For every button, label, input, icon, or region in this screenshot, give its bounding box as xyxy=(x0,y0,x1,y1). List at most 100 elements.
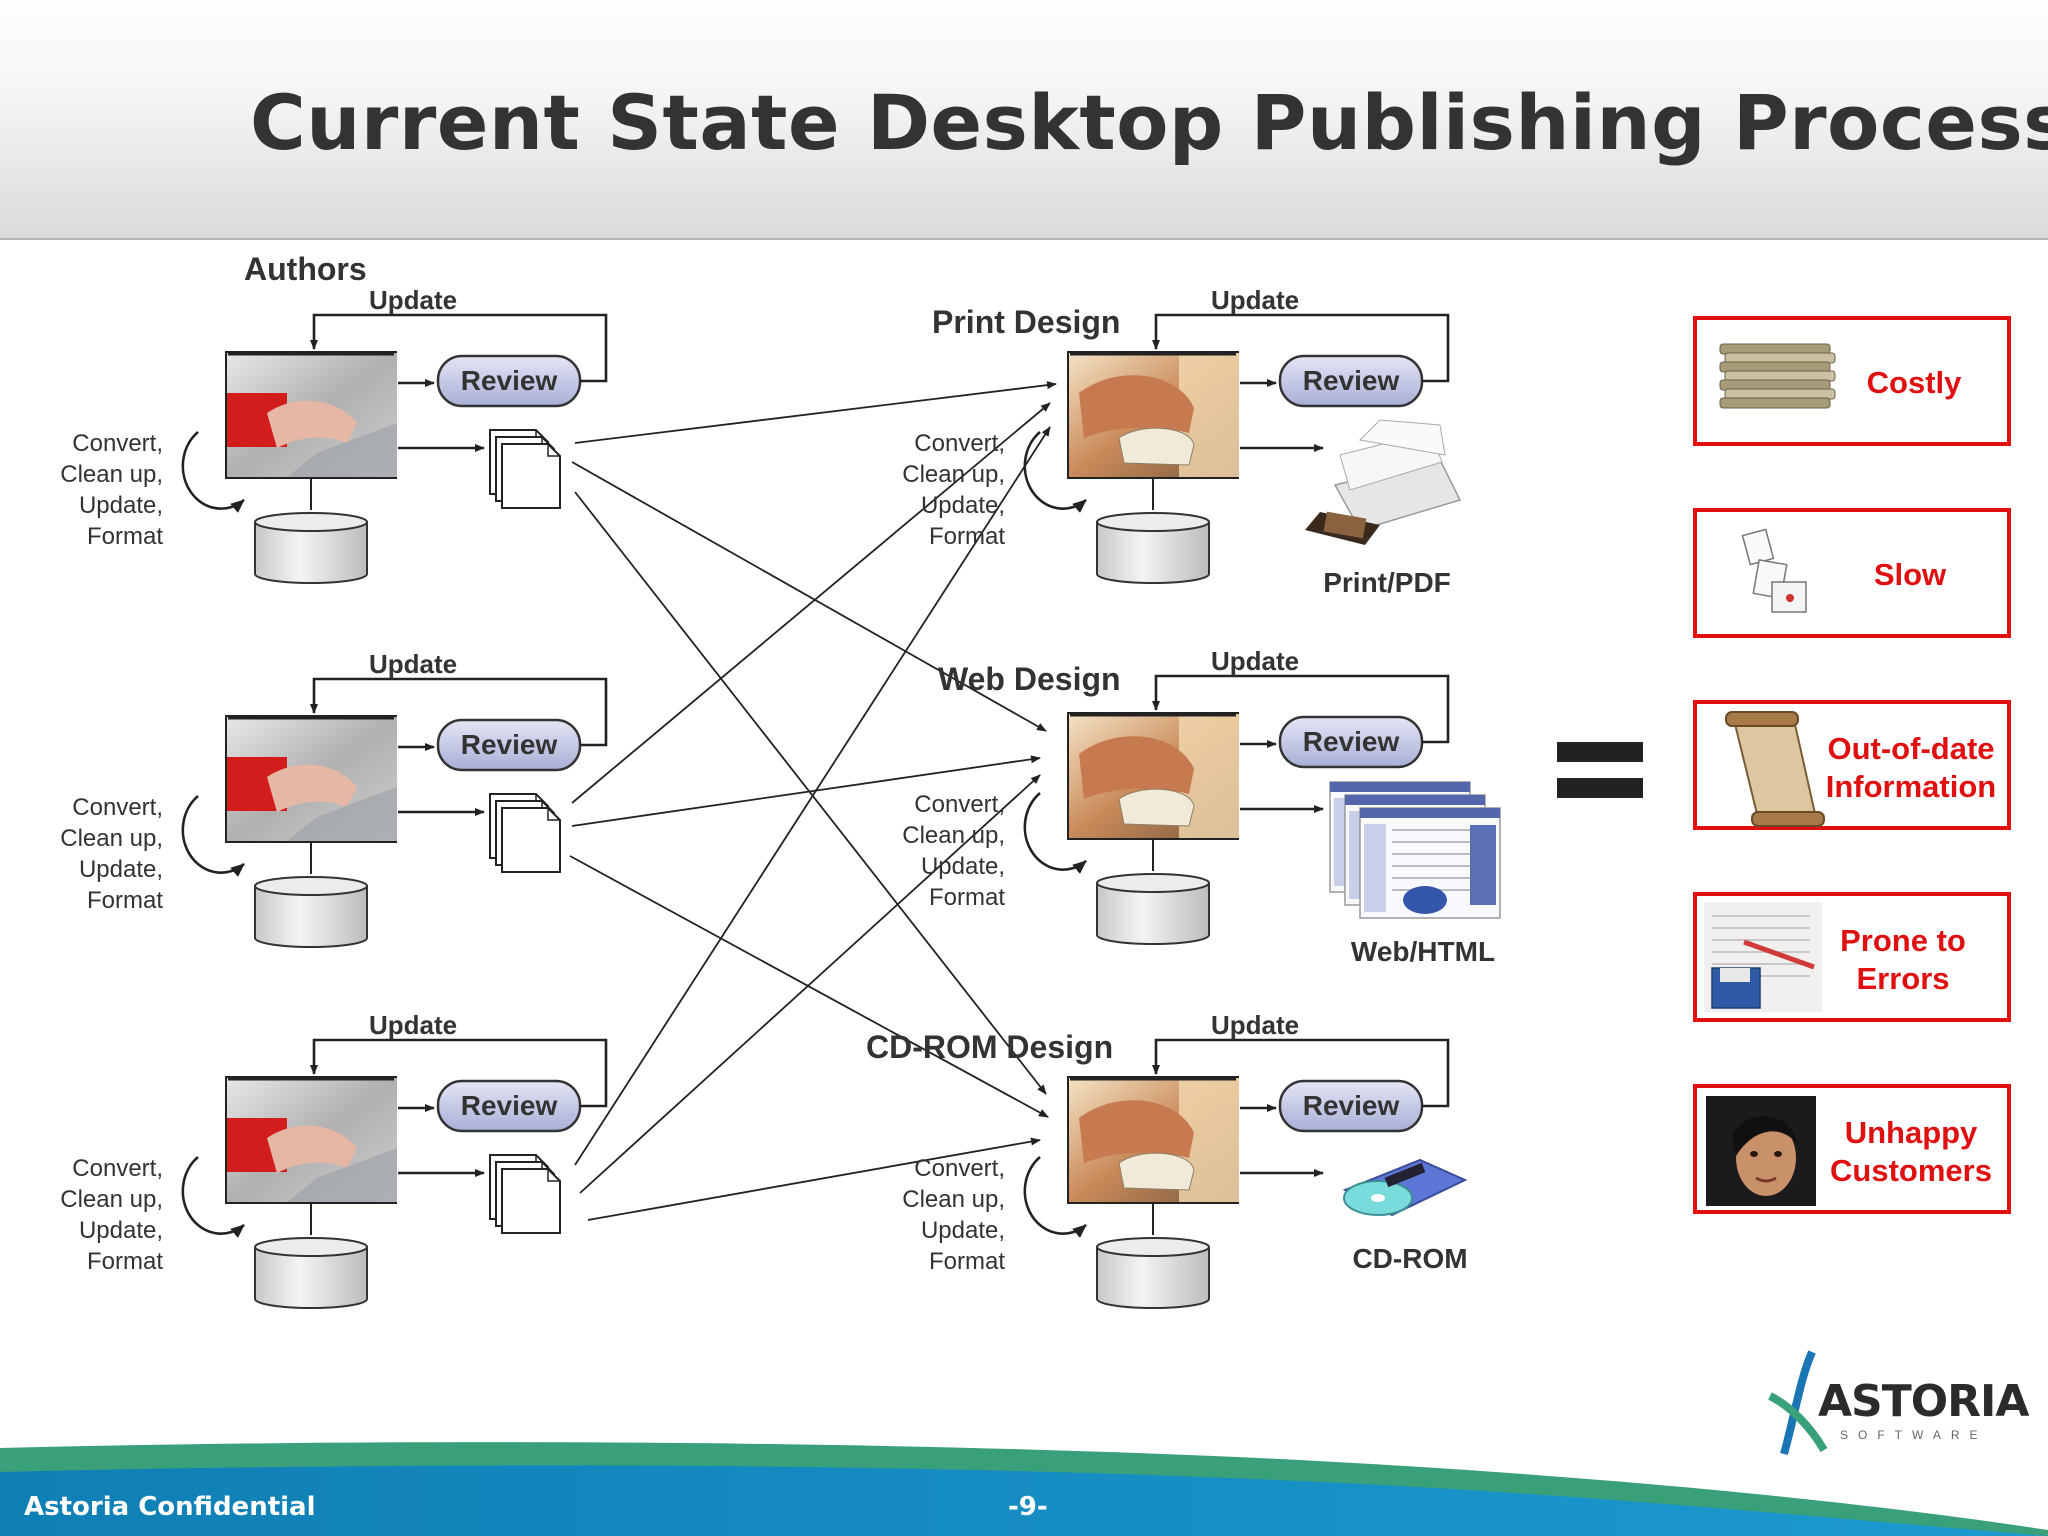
review-label: Review xyxy=(1303,1090,1400,1121)
update-loop xyxy=(310,1038,608,1108)
footer-confidential: Astoria Confidential xyxy=(24,1492,316,1522)
mouse-photo xyxy=(1069,1078,1239,1202)
design-unit: Convert,Clean up,Update,FormatReviewUpda… xyxy=(902,646,1450,945)
update-label: Update xyxy=(369,649,457,679)
database-icon xyxy=(254,512,368,584)
customer-icon xyxy=(1706,1096,1816,1206)
cycle-text: Update, xyxy=(921,1217,1005,1244)
cycle-text: Convert, xyxy=(914,430,1005,457)
cycle-text: Clean up, xyxy=(902,822,1005,849)
update-loop xyxy=(310,677,608,747)
flow-arrow xyxy=(587,1137,1041,1221)
update-loop xyxy=(310,313,608,383)
flow-arrow xyxy=(571,402,1051,804)
outcome-label: Prone to xyxy=(1840,923,1966,958)
cycle-text: Update, xyxy=(79,492,163,519)
cross-arrows xyxy=(569,381,1057,1221)
author-unit: Convert,Clean up,Update,FormatReviewUpda… xyxy=(60,285,608,584)
typing-photo xyxy=(227,717,397,841)
outcome-label: Information xyxy=(1826,769,1997,804)
outcome-label: Out-of-date xyxy=(1827,731,1994,766)
review-label: Review xyxy=(461,729,558,760)
typing-photo xyxy=(227,1078,397,1202)
monitor-icon xyxy=(1067,351,1239,479)
update-label: Update xyxy=(1211,1010,1299,1040)
documents-icon xyxy=(489,793,561,873)
outcome-label: Slow xyxy=(1874,557,1947,592)
design-label: Print Design xyxy=(932,304,1120,340)
logo-subtext: SOFTWARE xyxy=(1840,1428,1988,1442)
cycle-text: Format xyxy=(929,523,1005,550)
monitor-icon xyxy=(225,1076,397,1204)
design-label: Web Design xyxy=(938,661,1121,697)
design-unit: Convert,Clean up,Update,FormatReviewUpda… xyxy=(866,1010,1450,1309)
review-label: Review xyxy=(461,365,558,396)
flow-arrow xyxy=(574,426,1051,1166)
flow-arrow xyxy=(569,855,1049,1118)
cycle-text: Format xyxy=(87,887,163,914)
design-unit: Convert,Clean up,Update,FormatReviewUpda… xyxy=(902,285,1450,584)
cycle-text: Format xyxy=(929,884,1005,911)
cycle-text: Convert, xyxy=(72,794,163,821)
update-loop xyxy=(1152,313,1450,383)
cycle-text: Format xyxy=(929,1248,1005,1275)
logo-text: ASTORIA xyxy=(1818,1376,2029,1427)
cd-rom-icon xyxy=(1342,1158,1468,1217)
output-label: Web/HTML xyxy=(1351,936,1495,967)
database-icon xyxy=(1096,512,1210,584)
scroll-icon xyxy=(1725,711,1825,827)
errors-icon xyxy=(1704,902,1822,1012)
flow-arrow xyxy=(574,381,1057,444)
slide-header: Current State Desktop Publishing Process xyxy=(0,0,2048,240)
monitor-icon xyxy=(1067,1076,1239,1204)
units-layer: Convert,Clean up,Update,FormatReviewUpda… xyxy=(60,251,1501,1309)
review-box: Review xyxy=(1278,1079,1424,1133)
logo-swoosh-icon xyxy=(1768,1350,1828,1456)
mouse-photo xyxy=(1069,714,1239,838)
flow-arrow xyxy=(574,491,1047,1095)
cycle-arrow xyxy=(1023,792,1087,874)
cycle-text: Update, xyxy=(921,853,1005,880)
equals-sign xyxy=(1557,742,1643,798)
outcome-box: Slow xyxy=(1693,508,2011,638)
review-label: Review xyxy=(1303,726,1400,757)
page-number: -9- xyxy=(1008,1492,1048,1522)
authors-label: Authors xyxy=(244,251,367,287)
flow-arrow xyxy=(579,774,1041,1194)
flow-arrow xyxy=(571,461,1047,732)
review-box: Review xyxy=(1278,354,1424,408)
output-label: Print/PDF xyxy=(1323,567,1451,598)
database-icon xyxy=(254,876,368,948)
cycle-text: Convert, xyxy=(72,1155,163,1182)
cycle-text: Clean up, xyxy=(902,461,1005,488)
cycle-arrow xyxy=(1023,431,1087,513)
update-loop xyxy=(1152,1038,1450,1108)
review-box: Review xyxy=(436,718,582,772)
review-box: Review xyxy=(1278,715,1424,769)
outcome-label: Costly xyxy=(1867,365,1963,400)
papers-icon xyxy=(1741,528,1807,613)
update-label: Update xyxy=(1211,646,1299,676)
cycle-text: Clean up, xyxy=(60,825,163,852)
footer-band xyxy=(0,1430,2048,1536)
cycle-arrow xyxy=(181,795,245,877)
update-loop xyxy=(1152,674,1450,744)
mouse-photo xyxy=(1069,353,1239,477)
cycle-text: Clean up, xyxy=(60,1186,163,1213)
monitor-icon xyxy=(1067,712,1239,840)
printer-icon xyxy=(1305,419,1462,545)
design-label: CD-ROM Design xyxy=(866,1029,1113,1065)
update-label: Update xyxy=(369,285,457,315)
money-icon xyxy=(1719,343,1836,409)
database-icon xyxy=(1096,873,1210,945)
documents-icon xyxy=(489,1154,561,1234)
monitor-icon xyxy=(225,715,397,843)
database-icon xyxy=(1096,1237,1210,1309)
monitor-icon xyxy=(225,351,397,479)
